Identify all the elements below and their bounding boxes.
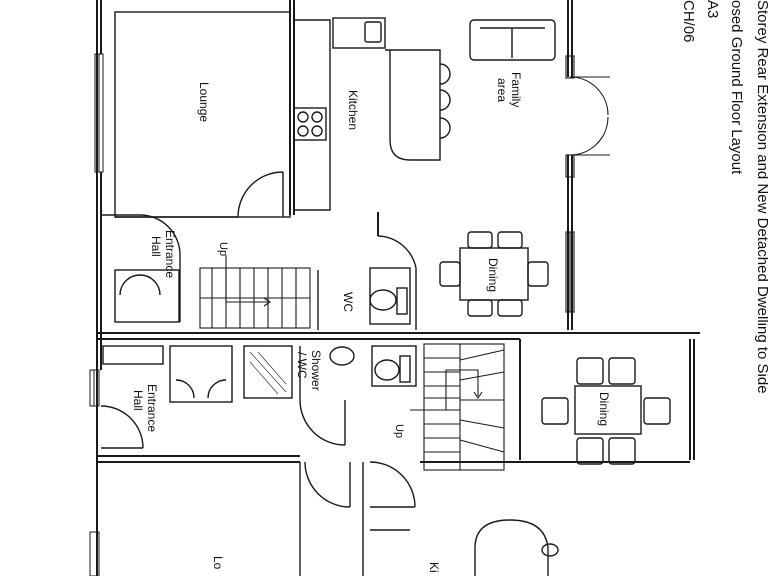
lounge-top: Lounge bbox=[114, 11, 291, 218]
window-entrance-bottom bbox=[89, 369, 100, 576]
stair-direction-arrow-bottom bbox=[410, 369, 479, 411]
top-dwelling-walls bbox=[96, 0, 700, 340]
entrance-hall-bottom: Entrance Hall bbox=[100, 345, 233, 449]
family-label-1: Family bbox=[509, 72, 523, 107]
lounge-top-label: Lounge bbox=[197, 82, 211, 122]
entrance-top-label-1: Entrance bbox=[163, 230, 177, 278]
shower-wc: Shower / WC bbox=[243, 345, 417, 446]
shower-tray bbox=[243, 345, 293, 399]
shower-label-1: Shower bbox=[309, 350, 323, 391]
sofa bbox=[469, 19, 556, 61]
entrance-bottom-label-1: Entrance bbox=[145, 384, 159, 432]
dining-table-bottom bbox=[574, 385, 642, 435]
wc-top: WC bbox=[317, 235, 417, 330]
family-label-2: area bbox=[495, 78, 509, 102]
hob-icon bbox=[293, 107, 327, 141]
entrance-top-label-2: Hall bbox=[149, 236, 163, 257]
family-area: Family area bbox=[469, 19, 556, 107]
stairs-up-top-label: Up bbox=[217, 242, 229, 256]
wc-top-label: WC bbox=[341, 292, 355, 312]
toilet-icon bbox=[369, 289, 397, 311]
entrance-bottom-label-2: Hall bbox=[131, 390, 145, 411]
bottom-dwelling-walls bbox=[96, 339, 695, 576]
title-block: Storey Rear Extension and New Detached D… bbox=[680, 0, 768, 394]
kitchen-top-label: Kitchen bbox=[346, 90, 360, 130]
toilet-icon-bottom bbox=[374, 359, 400, 381]
dining-top-label: Dining bbox=[486, 258, 500, 292]
entrance-hall-top: Entrance Hall bbox=[101, 214, 181, 323]
french-doors-rear bbox=[565, 55, 610, 313]
title-line-1: Storey Rear Extension and New Detached D… bbox=[754, 0, 768, 394]
title-line-4: CH/06 bbox=[680, 0, 697, 43]
title-line-3: A3 bbox=[704, 0, 721, 18]
window-lounge-left bbox=[94, 53, 104, 173]
dining-bottom-label: Dining bbox=[597, 392, 611, 426]
stairs-top: Up bbox=[199, 242, 311, 329]
title-line-2: osed Ground Floor Layout bbox=[728, 0, 745, 175]
stairs-up-bottom-label: Up bbox=[393, 424, 405, 438]
dining-top: Dining bbox=[439, 231, 549, 317]
dining-bottom: Dining bbox=[541, 357, 671, 465]
kitchen-island bbox=[385, 49, 441, 161]
kitchen-bottom-label: Ki bbox=[427, 562, 441, 573]
lower-rooms-partial: Lo Ki bbox=[211, 461, 559, 576]
lounge-bottom-label: Lo bbox=[211, 556, 225, 570]
stair-direction-arrow-top bbox=[225, 255, 268, 303]
kitchen-top: Kitchen bbox=[293, 17, 451, 211]
shower-label-2: / WC bbox=[295, 352, 309, 379]
stairs-bottom: Up bbox=[393, 343, 505, 471]
basin-icon bbox=[329, 346, 355, 366]
